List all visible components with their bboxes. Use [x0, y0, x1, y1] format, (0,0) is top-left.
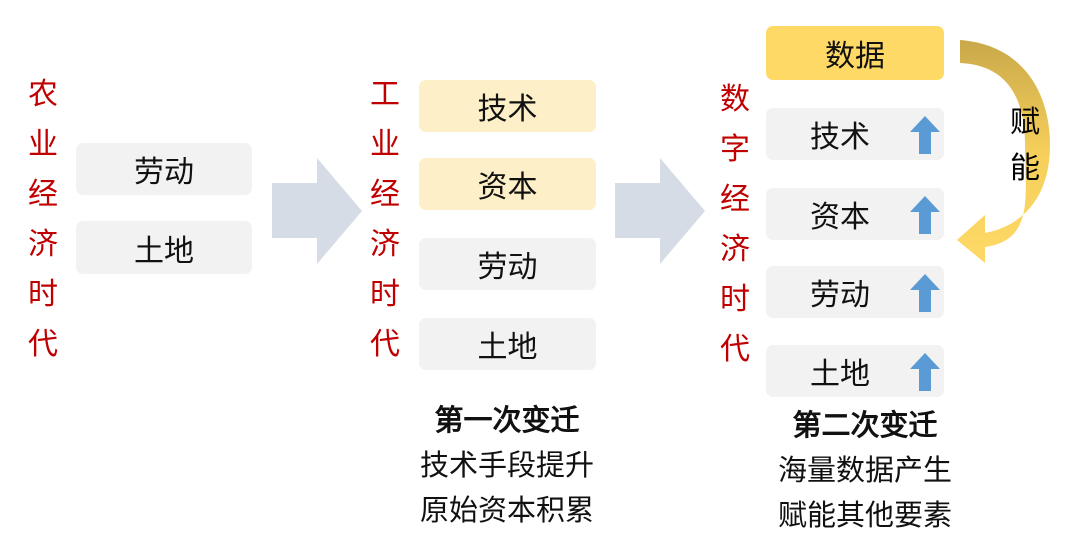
stage2-title: 工业经济时代 — [370, 77, 400, 362]
factor-land: 土地 — [76, 221, 252, 274]
stage1-title: 农业经济时代 — [28, 77, 58, 362]
arrow-up-icon — [910, 196, 940, 234]
factor-capital: 资本 — [766, 188, 944, 240]
arrow-up-icon — [910, 274, 940, 312]
caption-title: 第一次变迁 — [434, 403, 580, 437]
caption-title: 第二次变迁 — [792, 408, 938, 442]
arrow-up-icon — [910, 353, 940, 391]
factor-land: 土地 — [766, 345, 944, 397]
factor-capital: 资本 — [419, 158, 596, 210]
factor-labor: 劳动 — [76, 143, 252, 195]
factor-technology: 技术 — [419, 80, 596, 132]
transition-arrow-1 — [272, 158, 362, 264]
empower-label: 赋能 — [1010, 105, 1040, 186]
factor-label: 技术 — [810, 120, 870, 155]
empower-curved-arrow — [957, 40, 1050, 263]
factor-label: 劳动 — [810, 278, 870, 313]
caption-line: 海量数据产生 — [777, 453, 952, 487]
stage3-title: 数字经济时代 — [720, 82, 750, 367]
factor-land: 土地 — [419, 318, 596, 370]
caption-2: 第二次变迁 海量数据产生 赋能其他要素 — [735, 403, 995, 538]
caption-1: 第一次变迁 技术手段提升 原始资本积累 — [377, 398, 637, 533]
factor-data: 数据 — [766, 26, 944, 80]
factor-labor: 劳动 — [419, 238, 596, 290]
factor-technology: 技术 — [766, 108, 944, 160]
transition-arrow-2 — [615, 158, 705, 264]
caption-line: 技术手段提升 — [419, 448, 594, 482]
factor-labor: 劳动 — [766, 266, 944, 318]
arrow-up-icon — [910, 116, 940, 154]
factor-label: 土地 — [810, 357, 870, 392]
caption-line: 原始资本积累 — [419, 493, 594, 527]
caption-line: 赋能其他要素 — [777, 498, 952, 532]
factor-label: 资本 — [810, 200, 870, 235]
